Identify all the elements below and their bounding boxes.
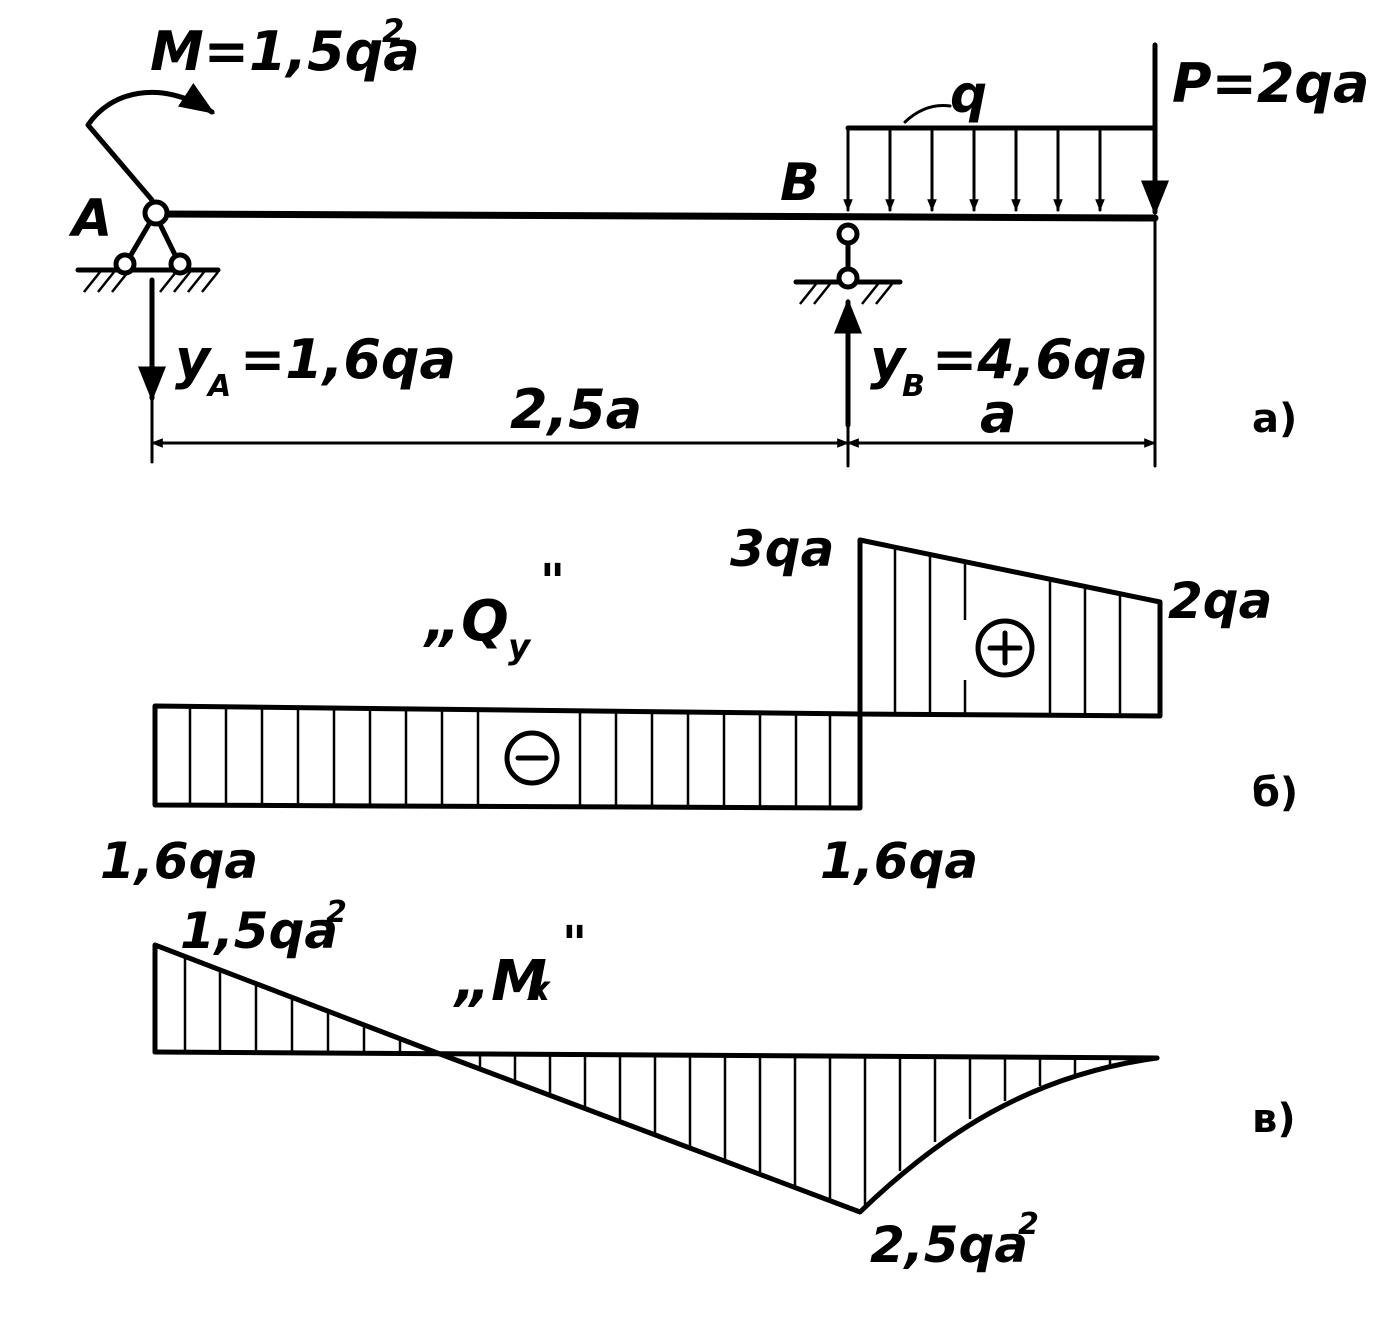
shear-label-2qa: 2qa: [1168, 572, 1272, 630]
moment-positive-region: [152, 942, 443, 1057]
shear-title-subscript: y: [508, 627, 532, 667]
moment-label-bottom-exponent: 2: [1018, 1207, 1039, 1242]
shear-diagram: „Q y " 3qa 2qa 1,6qa 1,6qa б): [100, 520, 1298, 890]
part-a-marker: a): [1252, 396, 1297, 442]
moment-label: M=1,5qa: [150, 20, 420, 83]
shear-label-right: 1,6qa: [820, 832, 978, 890]
moment-hatching: [183, 957, 1112, 1207]
reaction-b-subscript: B: [902, 369, 925, 404]
reaction-a-subscript: A: [206, 369, 231, 404]
support-b: [793, 222, 903, 305]
part-b-marker: б): [1252, 770, 1298, 816]
force-p-label: P=2qa: [1172, 52, 1370, 115]
part-c-marker: в): [1252, 1096, 1296, 1142]
moment-negative-region: [437, 1051, 1160, 1215]
moment-title-close: ": [562, 916, 587, 972]
moment-label-left-exponent: 2: [326, 895, 347, 930]
moment-title-subscript: x: [526, 969, 551, 1009]
beam: [154, 210, 1159, 222]
reaction-b-value: =4,6qa: [932, 328, 1148, 391]
shear-title: „Q: [423, 589, 509, 654]
shear-title-close: ": [540, 554, 565, 610]
load-q-label: q: [950, 65, 987, 125]
moment-diagram: „M x " 1,5qa 2 2,5qa 2 в): [152, 895, 1296, 1274]
support-a-label: A: [68, 189, 112, 249]
distributed-load: [843, 104, 1158, 212]
shear-hatching: [188, 547, 1122, 808]
support-b-label: B: [780, 153, 820, 213]
shear-label-left: 1,6qa: [100, 832, 258, 890]
moment-exponent: 2: [382, 12, 404, 50]
shear-positive-region: [857, 537, 1163, 719]
reaction-a-symbol: y: [175, 328, 213, 391]
shear-negative-region: [152, 703, 863, 811]
span-1-label: 2,5a: [510, 378, 642, 441]
moment-label-bottom: 2,5qa: [870, 1216, 1028, 1274]
moment-label-left: 1,5qa: [180, 902, 338, 960]
shear-label-3qa: 3qa: [730, 520, 834, 578]
span-2-label: a: [980, 382, 1016, 445]
moment-arrow: [85, 83, 215, 203]
moment-title: „M: [453, 949, 547, 1014]
reaction-b-symbol: y: [870, 328, 908, 391]
reaction-a-value: =1,6qa: [240, 328, 456, 391]
support-a: [75, 199, 221, 293]
beam-scheme: M=1,5qa 2 A B q P=2qa y A =1,6qa y B =4,…: [68, 12, 1370, 468]
